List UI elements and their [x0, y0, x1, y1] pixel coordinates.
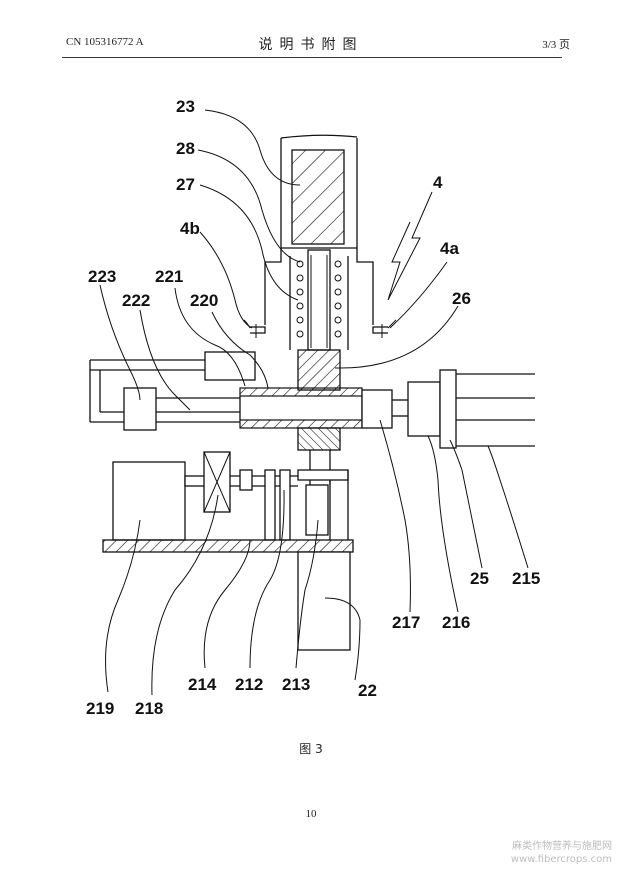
label-25: 25 — [470, 569, 489, 588]
block-217 — [361, 389, 393, 429]
motor-219 — [112, 461, 186, 541]
label-4: 4 — [433, 173, 443, 192]
label-4b: 4b — [180, 219, 200, 238]
label-218: 218 — [135, 699, 163, 718]
label-214: 214 — [188, 675, 217, 694]
label-219: 219 — [86, 699, 114, 718]
page-number: 10 — [305, 808, 317, 820]
left-frame — [89, 351, 256, 431]
label-28: 28 — [176, 139, 195, 158]
lower-blade-22 — [297, 551, 351, 651]
figure-caption: 图 3 — [299, 742, 323, 756]
leader-lines — [99, 109, 529, 696]
label-215: 215 — [512, 569, 540, 588]
label-220: 220 — [190, 291, 218, 310]
label-4a: 4a — [440, 239, 459, 258]
label-217: 217 — [392, 613, 420, 632]
watermark-line-1: 麻类作物营养与施肥网 — [512, 841, 612, 852]
block-220 — [204, 351, 256, 381]
header-rule — [62, 57, 562, 58]
horizontal-shaft — [239, 369, 535, 449]
lower-clamp-block — [297, 427, 341, 451]
label-22: 22 — [358, 681, 377, 700]
patent-number: CN 105316772 A — [66, 36, 144, 48]
reference-numerals: 23 28 27 4b 4 4a 223 222 221 220 26 217 … — [86, 97, 540, 718]
label-222: 222 — [122, 291, 150, 310]
spring-coils — [296, 260, 342, 338]
watermark-line-2: www.fibercrops.com — [510, 854, 612, 865]
label-213: 213 — [282, 675, 310, 694]
label-23: 23 — [176, 97, 195, 116]
flange-25 — [439, 369, 457, 449]
label-221: 221 — [155, 267, 183, 286]
base-plate — [102, 539, 354, 553]
section-title: 说明书附图 — [258, 37, 364, 53]
page-indicator: 3/3 页 — [542, 39, 570, 51]
upper-clamp-block — [297, 349, 341, 391]
lower-mechanism — [102, 450, 354, 651]
label-26: 26 — [452, 289, 471, 308]
label-27: 27 — [176, 175, 195, 194]
label-212: 212 — [235, 675, 263, 694]
gear-box-222 — [123, 387, 157, 431]
vertical-column — [280, 134, 358, 249]
block-216 — [407, 381, 441, 437]
label-216: 216 — [442, 613, 470, 632]
spring-housing — [243, 248, 397, 351]
label-223: 223 — [88, 267, 116, 286]
watermark: 麻类作物营养与施肥网 www.fibercrops.com — [511, 840, 612, 866]
